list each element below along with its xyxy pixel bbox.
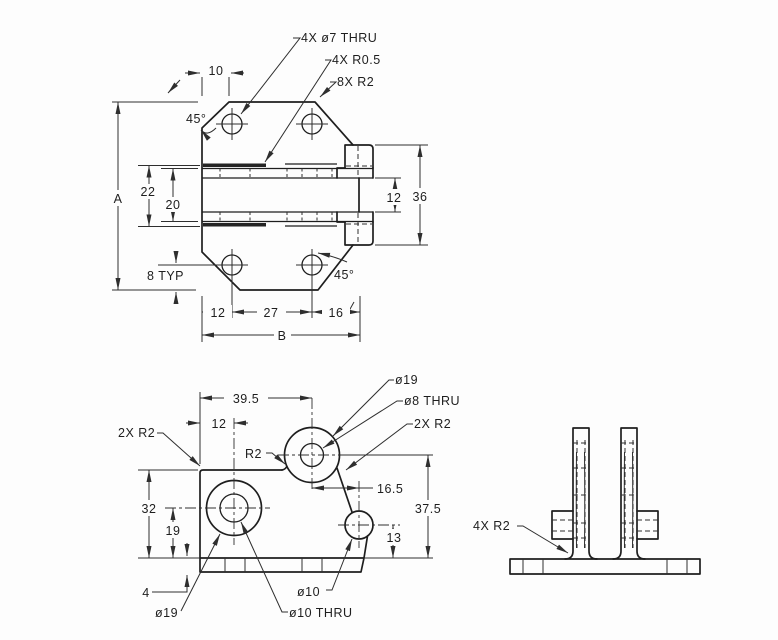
dim-left-boss-x: 12 (212, 417, 227, 431)
top-view: 4X ø7 THRU 4X R0.5 8X R2 10 45° A 22 20 … (110, 31, 434, 343)
dim-slot-inner: 20 (166, 198, 181, 212)
callout-corner-radius: 8X R2 (337, 75, 374, 89)
slot-band-bottom (203, 223, 266, 227)
dim-lug-offset-x: 16.5 (377, 482, 403, 496)
dim-angle-bottom-right: 45° (334, 268, 354, 282)
dim-edge-offset: 8 TYP (147, 269, 184, 283)
side-boss-left (551, 510, 574, 540)
side-boss-right (636, 510, 659, 540)
dim-lug-center-y: 13 (387, 531, 402, 545)
callout-base-fillets: 4X R2 (473, 519, 510, 533)
dim-boss-center-x: 39.5 (233, 392, 259, 406)
dim-angle-top-left: 45° (186, 112, 206, 126)
dim-hole-right-offset: 16 (329, 306, 344, 320)
dim-tab-gap: 12 (387, 191, 402, 205)
dim-plate-height: 32 (142, 502, 157, 516)
side-view-outline (509, 427, 701, 575)
front-view: 39.5 12 2X R2 R2 ø19 ø8 THRU 2X R2 16.5 … (118, 373, 460, 620)
callout-notch: R2 (245, 447, 262, 461)
side-view-labels: 4X R2 (473, 519, 510, 533)
top-view-rails (202, 146, 373, 244)
dim-left-boss-y: 19 (166, 524, 181, 538)
callout-corner-left: 2X R2 (118, 426, 155, 440)
dim-base-lip: 4 (142, 586, 149, 600)
callout-boss-hole-bottom: ø10 THRU (289, 606, 353, 620)
dim-height-ref: A (114, 192, 123, 206)
callout-boss-dia-bottom: ø19 (155, 606, 178, 620)
top-view-labels: 4X ø7 THRU 4X R0.5 8X R2 10 45° A 22 20 … (110, 31, 434, 343)
dim-hole-left-offset: 12 (211, 306, 226, 320)
side-view: 4X R2 (473, 427, 701, 575)
callout-boss-dia-top: ø19 (395, 373, 418, 387)
callout-fillets-right: 2X R2 (414, 417, 451, 431)
side-view-dimensions (517, 525, 569, 554)
side-view-hidden (552, 440, 658, 548)
side-base (509, 558, 701, 575)
dim-chamfer-width: 10 (209, 64, 224, 78)
front-view-labels: 39.5 12 2X R2 R2 ø19 ø8 THRU 2X R2 16.5 … (118, 373, 460, 620)
front-view-centerlines (165, 398, 433, 559)
top-view-holes (216, 108, 328, 281)
dim-hole-pitch: 27 (264, 306, 279, 320)
top-view-outline (201, 101, 374, 291)
front-view-dimensions (138, 379, 431, 613)
dim-slot-outer: 22 (141, 185, 156, 199)
callout-lug-dia: ø10 (297, 585, 320, 599)
callout-boss-hole-top: ø8 THRU (404, 394, 460, 408)
slot-band-top (203, 163, 266, 167)
callout-holes: 4X ø7 THRU (301, 31, 377, 45)
callout-slot-radius: 4X R0.5 (332, 53, 381, 67)
dim-tab-span: 36 (413, 190, 428, 204)
dim-width-ref: B (278, 329, 287, 343)
dim-boss-center-y: 37.5 (415, 502, 441, 516)
